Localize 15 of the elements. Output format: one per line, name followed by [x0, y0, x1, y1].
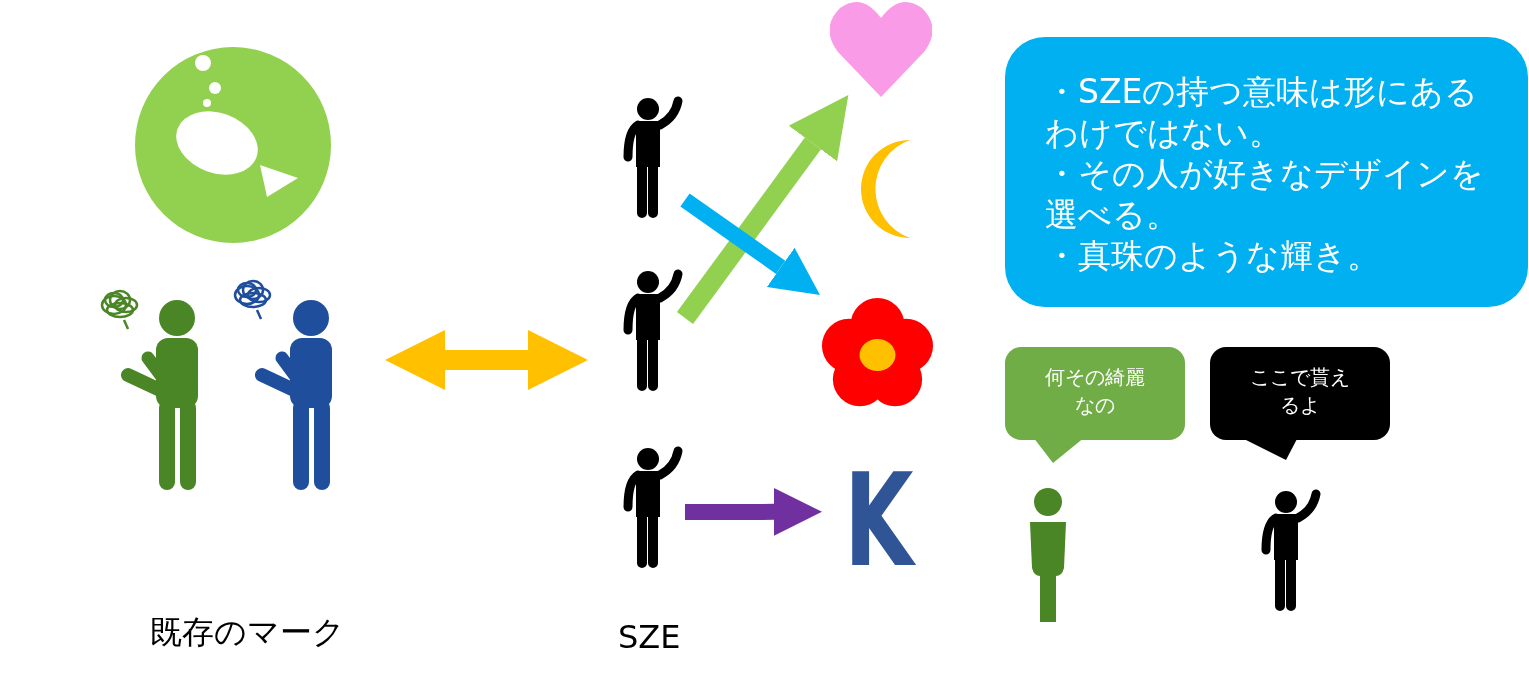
node-label: 既存のマーク [150, 612, 345, 652]
flower-icon [820, 295, 935, 408]
bubble-text: ここで貰えるよ [1249, 364, 1351, 419]
double-arrow [385, 329, 588, 390]
bubble-text: 何その綺麗なの [1044, 364, 1146, 419]
arrow [680, 193, 820, 295]
bullet-text: ・その人が好きなデザインを選べる。 [1045, 153, 1485, 235]
k-letter: K [844, 457, 914, 585]
bullet-text: ・SZEの持つ意味は形にあるわけではない。 [1045, 71, 1480, 153]
heart-icon [830, 0, 932, 97]
callout-box [1005, 37, 1528, 307]
bullet-text: ・真珠のような輝き。 [1045, 235, 1381, 276]
arrow [676, 95, 849, 324]
node-label: SZE [618, 617, 681, 657]
arrow [685, 487, 822, 536]
